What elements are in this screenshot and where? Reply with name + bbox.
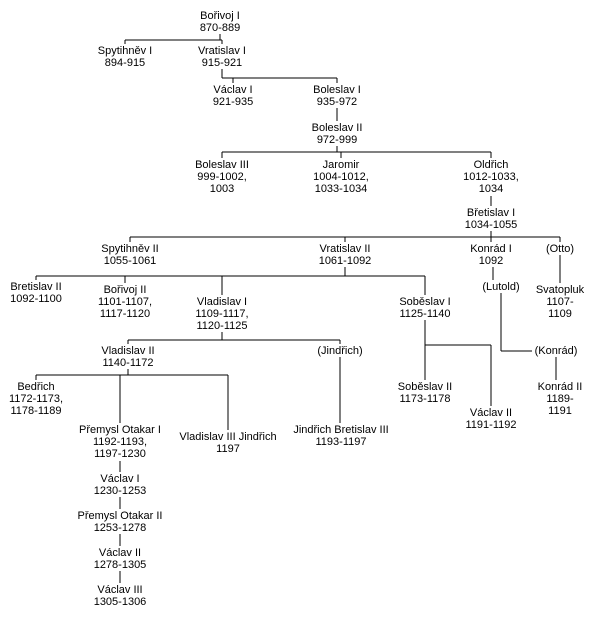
person-name: Přemysl Otakar I — [79, 424, 161, 436]
person-otto: (Otto) — [546, 243, 574, 255]
person-dates: 1004-1012, 1033-1034 — [313, 171, 369, 195]
person-dates: 921-935 — [212, 96, 254, 108]
person-name: (Jindřich) — [317, 345, 363, 357]
person-name: (Lutold) — [482, 281, 520, 293]
person-dates: 1140-1172 — [102, 357, 154, 369]
person-dates: 972-999 — [316, 134, 358, 146]
person-name: Soběslav I — [399, 296, 451, 308]
person-name: Jindřich Bretislav III — [293, 424, 389, 436]
person-name: Spytihněv II — [101, 243, 159, 255]
person-dates: 915-921 — [201, 57, 243, 69]
person-dates: 1305-1306 — [93, 596, 147, 608]
person-dates: 1012-1033, 1034 — [463, 171, 519, 195]
person-dates: 935-972 — [316, 96, 358, 108]
person-dates: 1193-1197 — [315, 436, 367, 448]
person-lutold: (Lutold) — [482, 281, 519, 293]
person-dates: 1230-1253 — [93, 485, 147, 497]
person-dates: 1253-1278 — [93, 522, 147, 534]
person-name: Jaromir — [322, 159, 360, 171]
person-dates: 870-889 — [199, 22, 241, 34]
person-dates: 1055-1061 — [103, 255, 157, 267]
person-dates: 1197 — [216, 443, 240, 455]
person-dates: 999-1002, 1003 — [197, 171, 247, 195]
person-dates: 1034-1055 — [464, 219, 518, 231]
person-dates: 1109-1117, 1120-1125 — [195, 308, 249, 332]
person-name: Boleslav I — [313, 84, 361, 96]
person-konrad-znojmo: (Konrád) — [535, 345, 578, 357]
person-dates: 1107-1109 — [546, 296, 574, 320]
person-name: Konrád I — [470, 243, 512, 255]
person-jindrich: (Jindřich) — [317, 345, 362, 357]
person-name: Bedřich — [17, 381, 55, 393]
person-name: Václav I — [213, 84, 253, 96]
person-dates: 1092 — [478, 255, 504, 267]
person-name: (Konrád) — [534, 345, 578, 357]
person-dates: 1189-1191 — [546, 393, 574, 417]
person-name: Václav I — [100, 473, 140, 485]
person-name: Bořivoj II — [103, 284, 147, 296]
person-name: Vladislav II — [101, 345, 155, 357]
person-name: Konrád II — [537, 381, 583, 393]
person-name: Boleslav II — [311, 122, 363, 134]
person-name: Spytihněv I — [97, 45, 153, 57]
person-name: Oldřich — [473, 159, 509, 171]
person-name: Vratislav I — [198, 45, 246, 57]
person-dates: 1101-1107, 1117-1120 — [97, 296, 153, 320]
person-dates: 894-915 — [104, 57, 146, 69]
person-name: Soběslav II — [397, 381, 453, 393]
person-dates: 1125-1140 — [399, 308, 451, 320]
person-name: Boleslav III — [195, 159, 249, 171]
person-dates: 1191-1192 — [465, 419, 517, 431]
person-dates: 1092-1100 — [10, 293, 62, 305]
person-dates: 1173-1178 — [399, 393, 451, 405]
person-name: Bretislav II — [10, 281, 62, 293]
person-name: Václav II — [98, 547, 142, 559]
person-name: Václav II — [469, 407, 513, 419]
person-name: Václav III — [97, 584, 143, 596]
person-name: Bořivoj I — [200, 10, 240, 22]
person-dates: 1278-1305 — [93, 559, 147, 571]
person-dates: 1061-1092 — [318, 255, 372, 267]
person-name: (Otto) — [545, 243, 575, 255]
person-name: Vladislav I — [196, 296, 248, 308]
person-name: Vladislav III Jindřich — [179, 431, 277, 443]
person-name: Vratislav II — [319, 243, 371, 255]
person-dates: 1192-1193, 1197-1230 — [92, 436, 148, 460]
person-name: Přemysl Otakar II — [77, 510, 163, 522]
person-dates: 1172-1173, 1178-1189 — [8, 393, 64, 417]
person-name: Břetislav I — [466, 207, 516, 219]
person-name: Svatopluk — [535, 284, 585, 296]
